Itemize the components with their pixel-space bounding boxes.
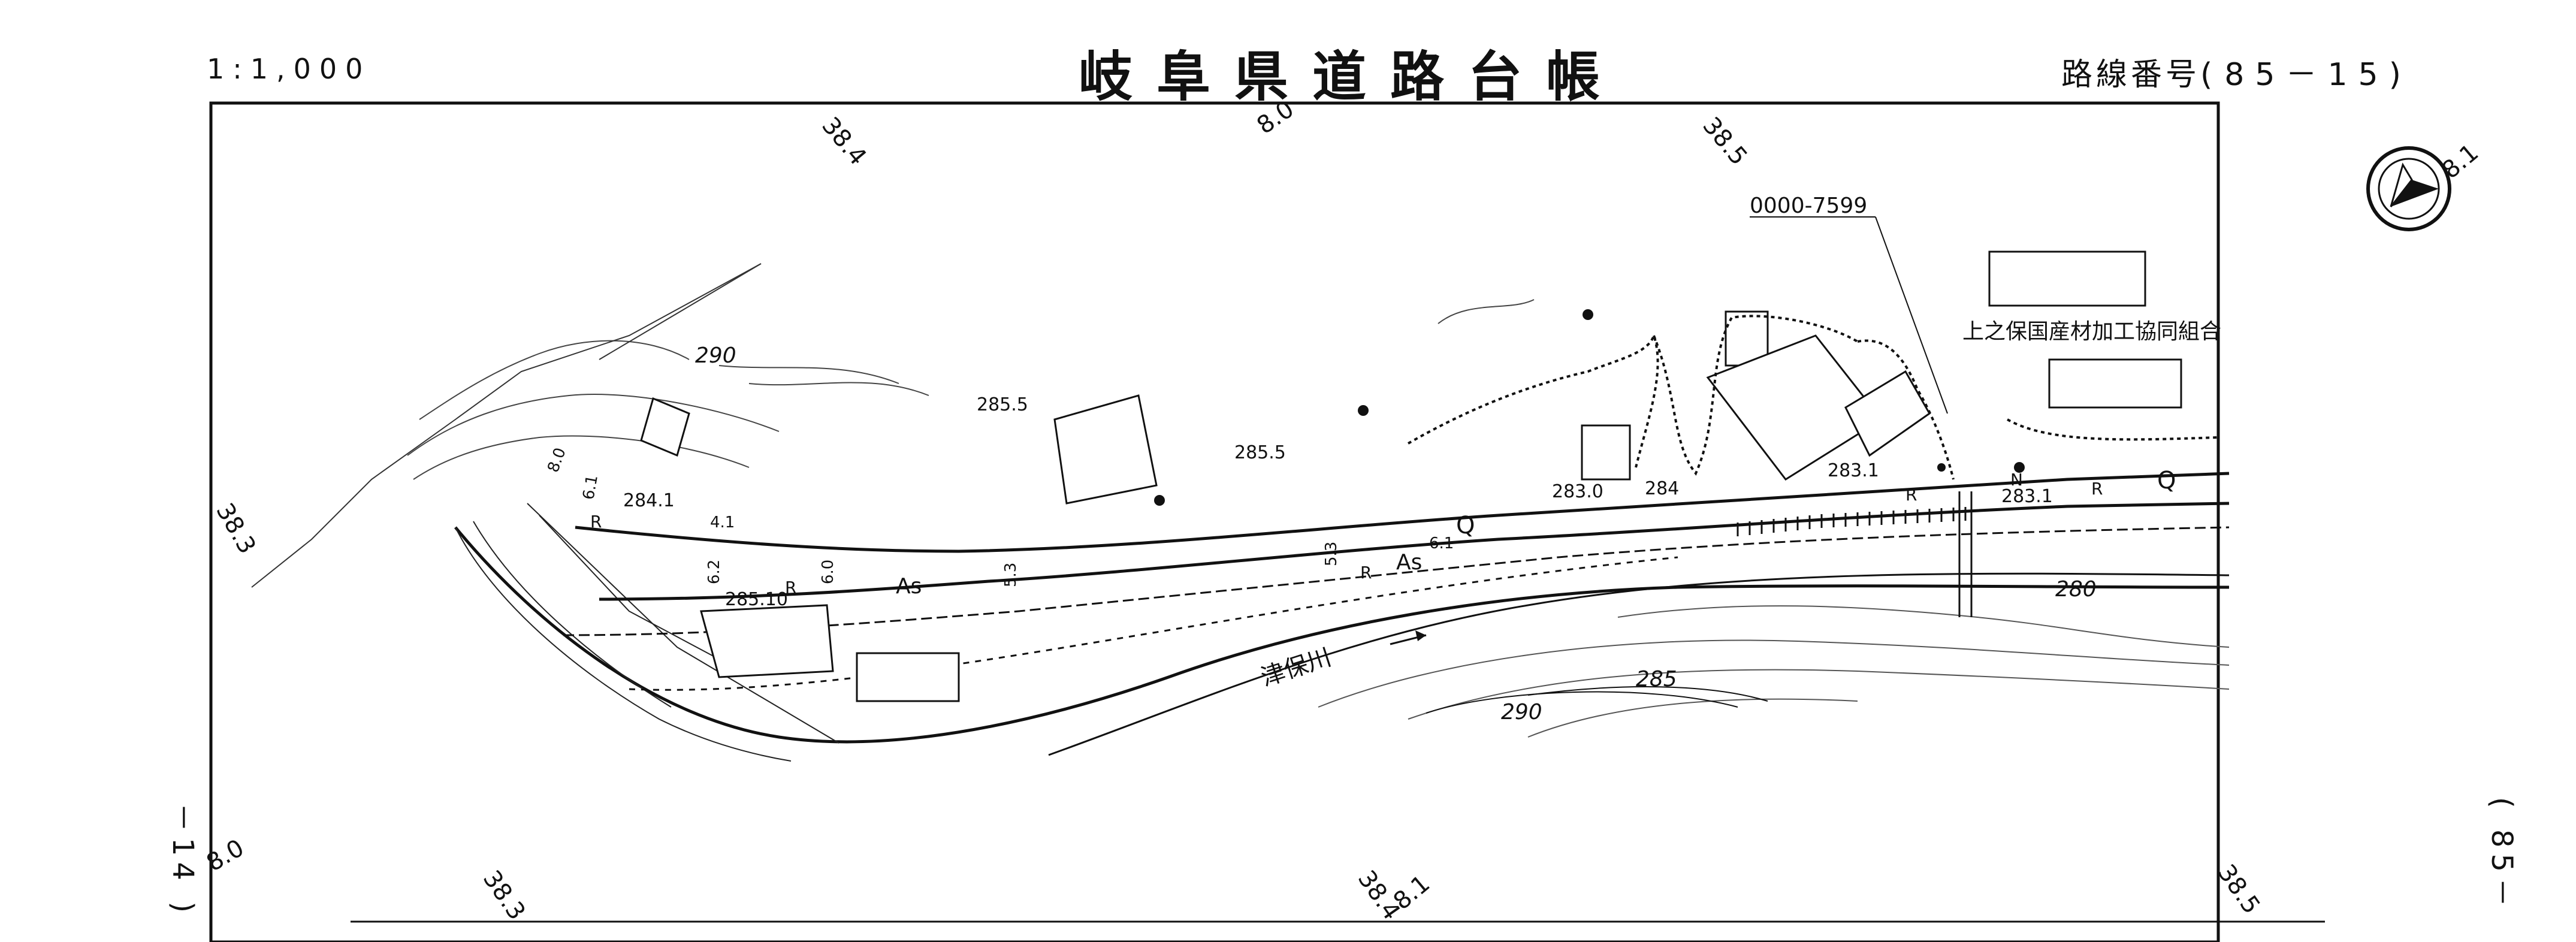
- building: [1988, 250, 2146, 307]
- grid-label: 38.4: [816, 112, 871, 171]
- width-label: 4.1: [710, 514, 735, 532]
- grid-label: 38.3: [478, 865, 531, 925]
- river-name: 津保川: [1258, 644, 1334, 692]
- terrain-contours: [407, 299, 1535, 480]
- elevation-label: 283.1: [2001, 486, 2053, 507]
- route-number: 85－15: [2224, 57, 2389, 93]
- marker-n: N: [2010, 470, 2023, 490]
- building: [700, 604, 834, 678]
- map-frame: [209, 101, 2220, 942]
- width-label: 6.1: [1429, 535, 1454, 552]
- contour-label: 290: [695, 343, 736, 368]
- marker-r: R: [2091, 479, 2103, 499]
- road-width-labels: 8.0 6.1 4.1 6.0 6.2 5.3 5.3 6.1: [544, 445, 1454, 587]
- marker-r: R: [785, 578, 796, 597]
- building: [1581, 424, 1631, 481]
- embankment: [455, 503, 839, 762]
- building: [1053, 394, 1158, 505]
- bridge: [1958, 491, 1973, 617]
- road-surface-label: As: [896, 574, 922, 599]
- marker-r: R: [1360, 563, 1372, 582]
- marker-q: Q: [2157, 467, 2176, 494]
- width-label: 5.3: [1002, 563, 1020, 587]
- elevation-label: 283.0: [1552, 481, 1603, 502]
- map-scale: 1:1,000: [207, 53, 372, 85]
- width-label: 8.0: [544, 445, 569, 475]
- elevation-label: 285.5: [1234, 442, 1286, 463]
- north-arrow-icon: [2366, 146, 2451, 231]
- marker-q: Q: [1456, 512, 1475, 539]
- elevation-labels: 285.5 285.5 284.1 285.10 283.0 284 283.1…: [623, 394, 2053, 610]
- grid-label: 8.0: [202, 834, 249, 877]
- parcel-id: 0000-7599: [1750, 194, 1867, 218]
- building: [856, 652, 960, 702]
- elevation-label: 284.1: [623, 490, 675, 511]
- guardrail: [1737, 507, 1967, 536]
- width-label: 5.3: [1322, 542, 1340, 566]
- building: [640, 397, 690, 457]
- width-label: 6.2: [705, 560, 723, 584]
- map-title: 岐阜県道路台帳: [1079, 46, 1624, 108]
- elevation-label: 285.10: [725, 589, 788, 610]
- flow-arrow-icon: [1390, 630, 1427, 645]
- grid-label: 38.3: [210, 499, 261, 558]
- elevation-label: 283.1: [1828, 460, 1879, 481]
- route-label: 路線番号(: [2061, 57, 2216, 93]
- prefectural-road: [563, 472, 2230, 691]
- width-label: 6.0: [819, 560, 837, 584]
- road-surface-label: As: [1396, 550, 1422, 575]
- contour-label: 280: [2055, 577, 2097, 602]
- utility-points: [1154, 309, 2025, 506]
- route-number-label: 路線番号(85－15): [2061, 49, 2405, 94]
- contour-label: 290: [1501, 700, 1542, 724]
- elevation-label: 284: [1645, 478, 1679, 499]
- facility-name: 上之保国産材加工協同組合: [1962, 319, 2221, 344]
- width-label: 6.1: [579, 473, 602, 501]
- previous-sheet-ref: －14 ): [166, 803, 200, 919]
- grid-label: 8.1: [2437, 139, 2484, 185]
- contour-label: 285: [1636, 667, 1677, 692]
- contour-labels: 290 280 285 290: [695, 343, 2097, 724]
- building: [2048, 358, 2182, 409]
- river-tsubo: [454, 526, 2230, 756]
- road-markers: R R R R R Q Q N: [590, 467, 2176, 597]
- building: [1844, 370, 1931, 457]
- boundary-lines: [251, 263, 762, 588]
- route-close: ): [2388, 57, 2405, 93]
- next-sheet-ref: ( 85－: [2485, 797, 2518, 913]
- elevation-label: 285.5: [977, 394, 1028, 415]
- retaining-walls: [1408, 315, 2218, 480]
- grid-labels: 38.4 8.0 38.5 8.1 38.3 8.0 38.3 38.4 8.1…: [202, 95, 2484, 925]
- grid-label: 38.5: [1697, 112, 1752, 171]
- grid-label: 38.5: [2212, 859, 2266, 919]
- marker-r: R: [590, 512, 602, 532]
- marker-r: R: [1905, 485, 1917, 505]
- buildings: [640, 250, 2182, 702]
